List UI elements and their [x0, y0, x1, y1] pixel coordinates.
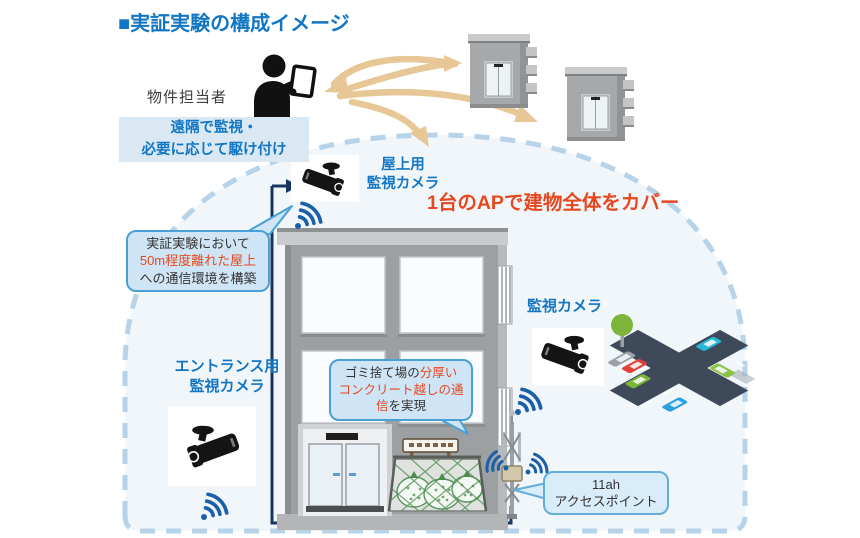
car-icon: [608, 336, 736, 412]
rooftop-callout-line1: 実証実験において: [146, 236, 250, 252]
entrance-camera-icon: [168, 406, 256, 486]
garbage-site-icon: [387, 438, 488, 512]
access-point-callout-line1: 11ah: [592, 476, 620, 492]
entrance-camera-label: エントランス用 監視カメラ: [148, 357, 306, 398]
access-point-callout: 11ah アクセスポイント: [543, 471, 669, 515]
tree-icon: [611, 314, 633, 347]
garbage-callout-black1: ゴミ捨て場の: [344, 366, 420, 381]
garbage-callout-red3: 信: [375, 399, 389, 414]
garbage-callout-red1: 分厚い: [419, 366, 458, 381]
entrance-camera-label-line1: エントランス用: [174, 358, 280, 375]
side-camera-icon: [532, 328, 604, 386]
rooftop-camera-label: 屋上用 監視カメラ: [348, 156, 458, 194]
garbage-net: [389, 459, 486, 511]
rooftop-camera-label-line2: 監視カメラ: [366, 175, 440, 192]
balcony-railings: [497, 265, 513, 447]
rooftop-link-callout: 実証実験において 50m程度離れた屋上 への通信環境を構築: [126, 230, 270, 292]
ap-coverage-headline: 1台のAPで建物全体をカバー: [427, 192, 680, 214]
side-camera-label: 監視カメラ: [527, 298, 603, 315]
entrance-doors: [298, 424, 392, 516]
access-point-callout-line2: アクセスポイント: [554, 494, 658, 509]
antenna-11ah-icon: [501, 410, 523, 519]
street-parking-icon: [608, 314, 756, 412]
garbage-sign: [402, 438, 459, 453]
rooftop-camera-icon: [291, 155, 359, 202]
page-title: ■実証実験の構成イメージ: [118, 13, 350, 35]
dispatch-arrows-icon: [324, 55, 538, 147]
rooftop-callout-line3: への通信環境を構築: [139, 270, 257, 286]
remote-building-icon: [564, 66, 635, 142]
remote-monitoring-box: 遠隔で監視・ 必要に応じて駆け付け: [119, 117, 309, 162]
remote-building-icon: [467, 33, 538, 109]
property-manager-label: 物件担当者: [147, 89, 228, 106]
remote-monitoring-line2: 必要に応じて駆け付け: [141, 141, 287, 158]
entrance-camera-label-line2: 監視カメラ: [189, 378, 265, 396]
garbage-callout-red2: コンクリート越しの通: [338, 382, 464, 397]
garbage-link-callout: ゴミ捨て場の分厚い コンクリート越しの通 信を実現: [329, 359, 473, 421]
garbage-callout-black2: を実現: [388, 399, 427, 414]
remote-monitoring-line1: 遠隔で監視・: [170, 120, 258, 137]
rooftop-camera-label-line1: 屋上用: [381, 157, 425, 173]
rooftop-callout-line2: 50m程度離れた屋上: [139, 253, 257, 269]
